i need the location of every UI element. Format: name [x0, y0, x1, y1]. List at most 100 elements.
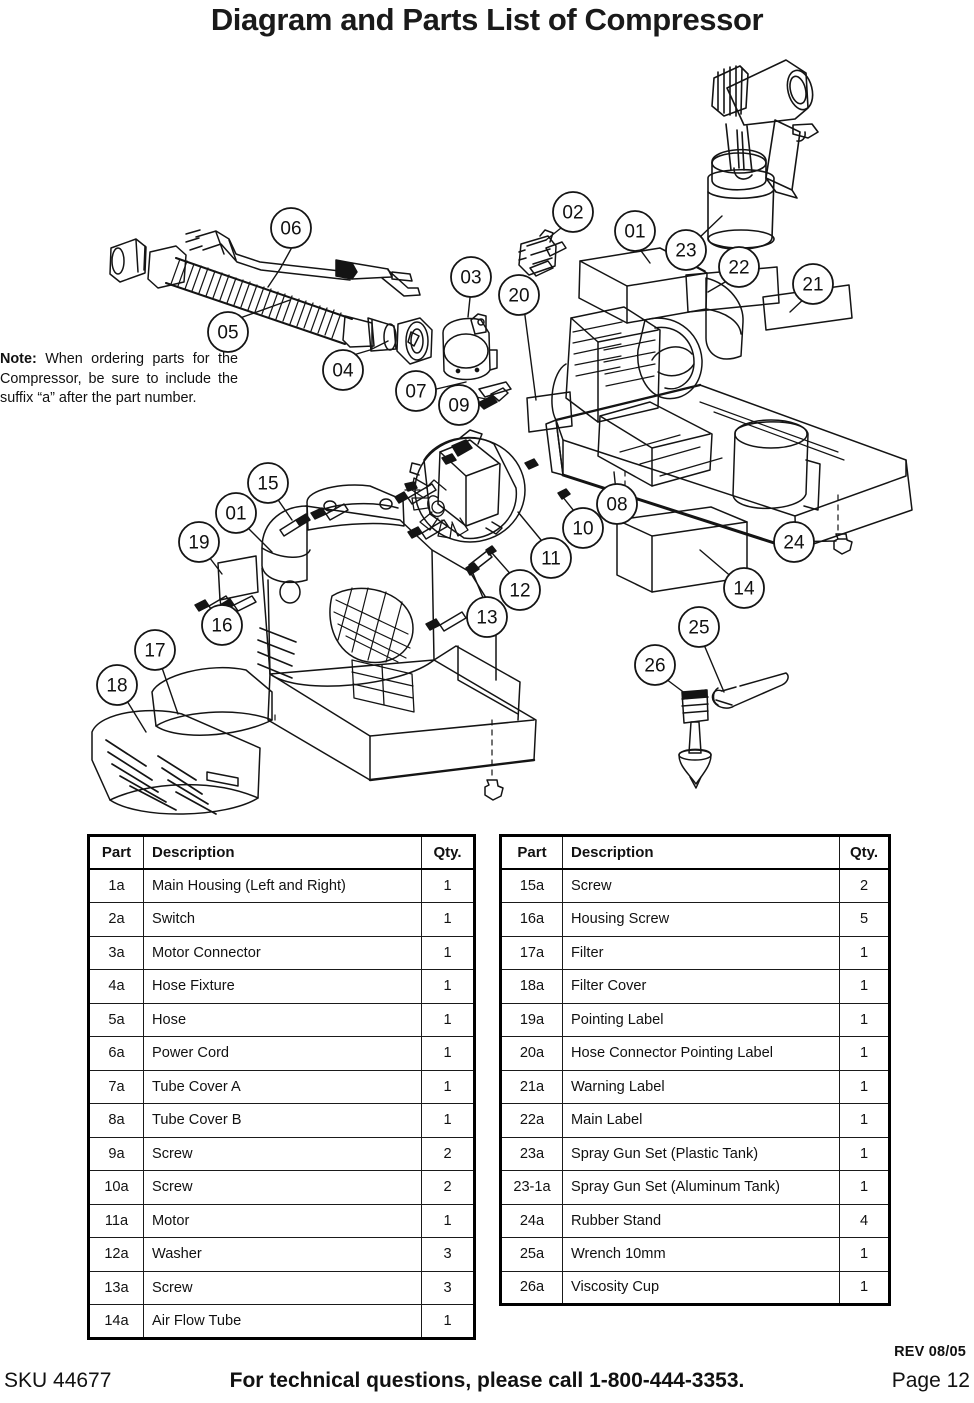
- callout-bubble: 15: [247, 462, 289, 504]
- cell-qty: 1: [421, 1069, 476, 1104]
- cell-part: 16a: [499, 902, 563, 937]
- callout-circle: [562, 507, 604, 549]
- cell-description: Main Housing (Left and Right): [143, 868, 422, 903]
- callout-circle: [215, 492, 257, 534]
- cell-part: 25a: [499, 1237, 563, 1272]
- cell-description: Screw: [143, 1270, 422, 1305]
- callout-bubble: 14: [723, 567, 765, 609]
- housing-screw-part: [194, 483, 467, 632]
- cell-description: Hose: [143, 1002, 422, 1037]
- cell-part: 24a: [499, 1203, 563, 1238]
- cell-part: 10a: [87, 1170, 144, 1205]
- callout-bubble: 09: [438, 384, 480, 426]
- callout-bubble: 04: [322, 349, 364, 391]
- callout-circle: [207, 311, 249, 353]
- cell-part: 2a: [87, 902, 144, 937]
- callout-bubble: 01: [614, 210, 656, 252]
- callout-bubble: 11: [530, 537, 572, 579]
- cell-description: Viscosity Cup: [562, 1270, 840, 1306]
- diagram-svg: 0605040709032002012322210810111213241425…: [91, 59, 913, 815]
- tech-support-line: For technical questions, please call 1-8…: [229, 1369, 745, 1392]
- callout-label: 19: [188, 533, 209, 554]
- cell-description: Hose Connector Pointing Label: [562, 1036, 840, 1071]
- cell-description: Main Label: [562, 1103, 840, 1138]
- callout-bubble: 05: [207, 311, 249, 353]
- callout-circle: [665, 229, 707, 271]
- cell-qty: 1: [839, 1036, 891, 1071]
- switch-part: [518, 229, 567, 277]
- callout-label: 16: [211, 616, 232, 637]
- callout-label: 01: [624, 222, 645, 243]
- tube-cover-a-part: [396, 317, 433, 365]
- cell-part: 6a: [87, 1036, 144, 1071]
- callout-label: 05: [217, 323, 238, 344]
- callout-label: 06: [280, 219, 301, 240]
- cell-qty: 1: [421, 969, 476, 1004]
- cell-part: 19a: [499, 1002, 563, 1037]
- cell-qty: 1: [839, 1237, 891, 1272]
- callout-bubble: 16: [201, 604, 243, 646]
- callout-label: 14: [733, 579, 755, 600]
- cell-part: 22a: [499, 1103, 563, 1138]
- cell-description: Hose Fixture: [143, 969, 422, 1004]
- callout-label: 26: [644, 656, 665, 677]
- cell-part: 20a: [499, 1036, 563, 1071]
- spray-gun-part: [707, 59, 819, 251]
- callout-circle: [201, 604, 243, 646]
- cell-qty: 2: [839, 868, 891, 903]
- cell-qty: 1: [839, 1270, 891, 1306]
- callout-bubble: 24: [773, 521, 815, 563]
- motor-connector-part: [442, 313, 498, 381]
- callout-layer: 0605040709032002012322210810111213241425…: [96, 191, 834, 706]
- small-fitting-part: [478, 381, 512, 398]
- cell-part: 15a: [499, 868, 563, 903]
- cell-qty: 2: [421, 1170, 476, 1205]
- cell-qty: 3: [421, 1237, 476, 1272]
- cell-part: 3a: [87, 935, 144, 970]
- callout-circle: [499, 569, 541, 611]
- page-footer: SKU 44677 For technical questions, pleas…: [0, 1369, 974, 1401]
- callout-label: 03: [460, 268, 481, 289]
- callout-label: 02: [562, 203, 583, 224]
- callout-circle: [395, 370, 437, 412]
- cell-part: 8a: [87, 1103, 144, 1138]
- callout-bubble: 19: [178, 521, 220, 563]
- main-housing-right-part: [545, 247, 913, 552]
- note-label: Note:: [0, 351, 37, 367]
- callout-bubble: 10: [562, 507, 604, 549]
- callout-label: 04: [332, 361, 354, 382]
- callout-circle: [96, 664, 138, 706]
- callout-label: 25: [688, 618, 709, 639]
- callout-circle: [773, 521, 815, 563]
- callout-circle: [450, 256, 492, 298]
- cell-part: 1a: [87, 868, 144, 903]
- cell-description: Spray Gun Set (Aluminum Tank): [562, 1170, 840, 1205]
- callout-circle: [614, 210, 656, 252]
- page-title: Diagram and Parts List of Compressor: [210, 2, 764, 37]
- cell-description: Rubber Stand: [562, 1203, 840, 1238]
- cell-part: 12a: [87, 1237, 144, 1272]
- callout-label: 07: [405, 382, 426, 403]
- callout-circle: [178, 521, 220, 563]
- callout-circle: [498, 274, 540, 316]
- callout-bubble: 17: [134, 629, 176, 671]
- callout-bubble: 12: [499, 569, 541, 611]
- cell-description: Air Flow Tube: [143, 1304, 422, 1340]
- callout-circle: [322, 349, 364, 391]
- callout-label: 22: [728, 258, 749, 279]
- cell-part: 18a: [499, 969, 563, 1004]
- callout-bubble: 21: [792, 263, 834, 305]
- callout-bubble: 26: [634, 644, 676, 686]
- cell-qty: 1: [839, 969, 891, 1004]
- cell-part: 9a: [87, 1136, 144, 1171]
